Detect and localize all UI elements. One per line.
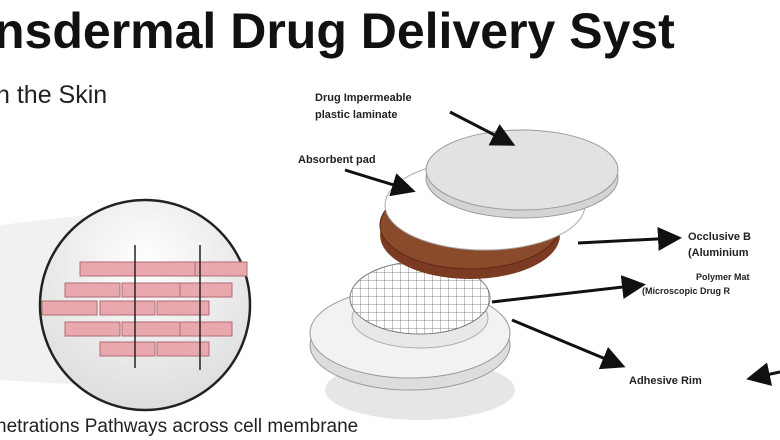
absorbent-arrow [344,168,416,197]
page-title: nsdermal Drug Delivery Syst [0,3,675,59]
patch-exploded [309,129,619,420]
label-occlusive-1: Occlusive B [688,231,751,243]
label-polymer-2: (Microscopic Drug R [642,286,731,296]
subtitle: n the Skin [0,81,107,109]
label-laminate-1: Drug Impermeable [315,92,412,104]
occlusive-arrow [577,226,682,251]
laminate-arrow [449,110,516,146]
label-polymer-1: Polymer Mat [696,272,750,282]
adhesive-arrow [511,318,626,370]
cell-bricks [41,261,248,357]
label-absorbent: Absorbent pad [298,154,376,166]
polymer-arrow [491,275,646,304]
caption: netrations Pathways across cell membrane [0,416,358,437]
label-laminate-2: plastic laminate [315,109,398,121]
skin-magnifier [0,198,252,412]
label-occlusive-2: (Aluminium [688,247,749,259]
adhesive-arrow-right [746,362,780,386]
label-adhesive: Adhesive Rim [629,375,702,387]
